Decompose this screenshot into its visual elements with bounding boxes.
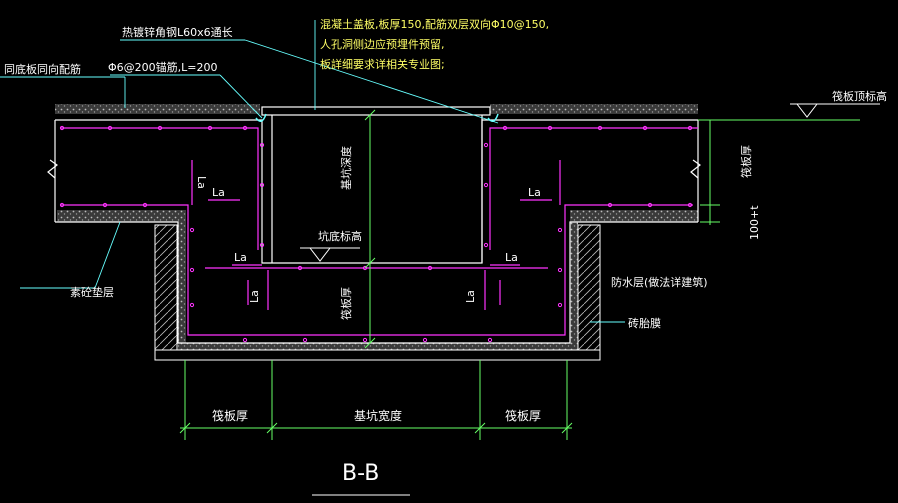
dim-right-label: 筏板厚 — [505, 409, 541, 423]
la-label-7: La — [464, 290, 477, 303]
elevation-marker — [300, 103, 880, 262]
pit-bottom-elev-label: 坑底标高 — [318, 229, 362, 243]
dim-100t-label: 100+t — [748, 205, 761, 240]
slab-thickness-right-label: 筏板厚 — [739, 145, 753, 178]
dim-mid-label: 基坑宽度 — [354, 408, 402, 423]
note-line-2: 人孔洞侧边应预埋件预留, — [320, 37, 445, 51]
brick-mold — [154, 224, 601, 361]
waterproof-label: 防水层(做法详建筑) — [611, 275, 708, 289]
pit-depth-label: 基坑深度 — [339, 146, 353, 190]
la-label-3: La — [234, 251, 247, 264]
angle-steel-label: 热镀锌角钢L60x6通长 — [122, 25, 233, 39]
section-title: B-B — [342, 461, 379, 486]
same-rebar-label: 同底板同向配筋 — [4, 62, 81, 76]
slab-top-elev-label: 筏板顶标高 — [832, 89, 887, 103]
rebar-lines — [60, 127, 698, 336]
dimension-lines — [179, 109, 860, 440]
brick-mold-label: 砖胎膜 — [628, 316, 661, 330]
angle-steel — [255, 113, 499, 122]
dim-left-label: 筏板厚 — [212, 409, 248, 423]
cushion-label: 素砼垫层 — [70, 285, 114, 299]
la-label-5: La — [195, 176, 208, 189]
la-label-1: La — [212, 186, 225, 199]
la-label-2: La — [528, 186, 541, 199]
leader-lines — [0, 20, 625, 323]
concrete-outline — [47, 106, 702, 344]
note-line-1: 混凝土盖板,板厚150,配筋双层双向Φ10@150, — [320, 17, 549, 31]
la-label-6: La — [248, 290, 261, 303]
anchor-bar-label: Φ6@200锚筋,L=200 — [108, 60, 218, 74]
slab-thickness-center-label: 筏板厚 — [339, 287, 353, 320]
note-line-3: 板詳细要求详相关专业图; — [320, 57, 445, 71]
rebar-dots — [59, 125, 693, 343]
la-label-4: La — [505, 251, 518, 264]
cushion-layer — [55, 104, 698, 351]
